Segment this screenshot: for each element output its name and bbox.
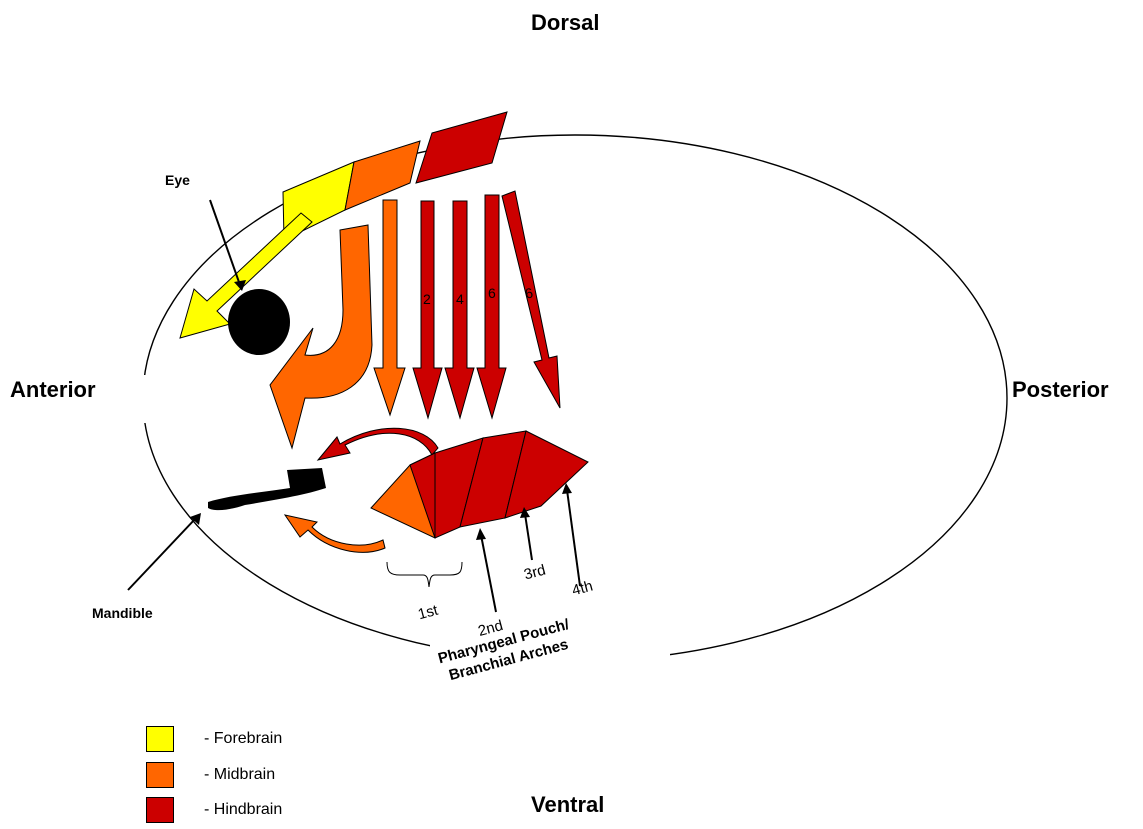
arch2-pointer: [481, 535, 496, 612]
legend-label-hindbrain: - Hindbrain: [204, 801, 282, 819]
hindbrain-arrow-r4: [445, 201, 474, 418]
hindbrain-arrow-r6: [477, 195, 506, 418]
midbrain-down-arrow: [374, 200, 405, 415]
legend-item-forebrain: - Forebrain: [146, 725, 282, 753]
hindbrain-arrow-r2: [413, 201, 442, 418]
arch2-pointer-head: [476, 528, 486, 540]
eye-pointer: [210, 200, 240, 285]
midbrain-curved-arrow: [285, 515, 385, 552]
hindbrain-segment: [416, 112, 507, 183]
rhombomere-number: 4: [456, 291, 464, 307]
mandible: [208, 468, 326, 510]
ventral-label: Ventral: [531, 792, 604, 818]
arch3-pointer: [525, 514, 532, 560]
mandible-pointer: [128, 518, 196, 590]
legend-label-midbrain: - Midbrain: [204, 766, 275, 784]
legend-item-midbrain: - Midbrain: [146, 761, 275, 789]
eye: [228, 289, 290, 355]
legend-swatch-forebrain: [146, 726, 174, 752]
mandible-label: Mandible: [92, 605, 153, 621]
arch4-pointer: [567, 490, 580, 586]
eye-label: Eye: [165, 172, 190, 188]
legend-swatch-hindbrain: [146, 797, 174, 823]
arch1-bracket: [387, 562, 462, 587]
anterior-label: Anterior: [10, 377, 96, 403]
outline-gap-anterior: [140, 375, 160, 423]
hindbrain-curved-arrow: [318, 428, 438, 460]
rhombomere-number: 6: [488, 285, 496, 301]
rhombomere-number: 2: [423, 291, 431, 307]
legend-swatch-midbrain: [146, 762, 174, 788]
legend-item-hindbrain: - Hindbrain: [146, 796, 282, 824]
legend-label-forebrain: - Forebrain: [204, 730, 282, 748]
dorsal-label: Dorsal: [531, 10, 599, 36]
posterior-label: Posterior: [1012, 377, 1109, 403]
